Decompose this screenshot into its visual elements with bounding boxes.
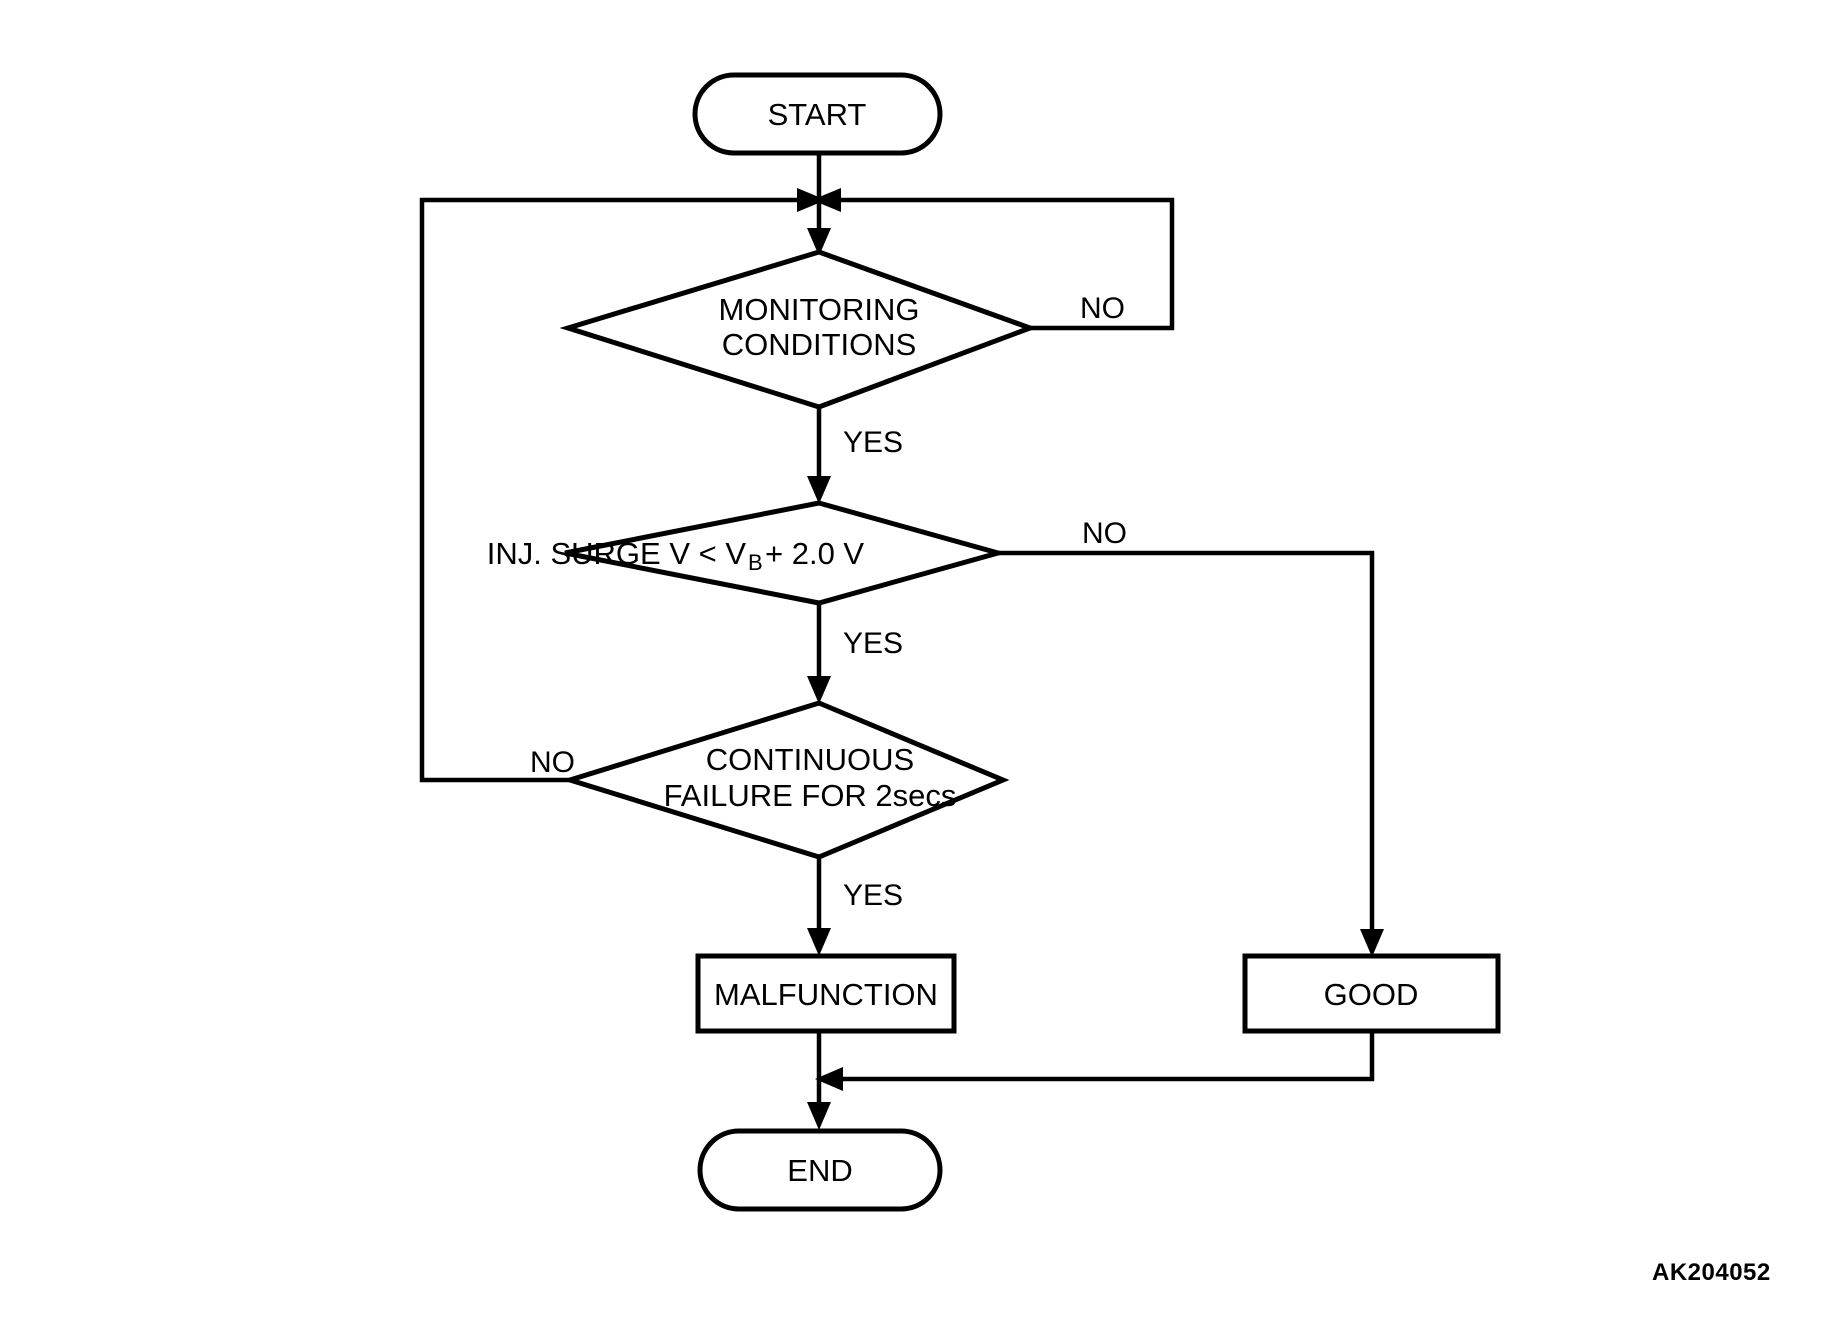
node-end-label: END (787, 1153, 852, 1188)
edge-label-monitoring-no: NO (1080, 292, 1125, 325)
node-start-label: START (768, 97, 867, 132)
connector-surge-yes (807, 603, 831, 704)
node-good-label: GOOD (1324, 977, 1419, 1012)
node-end[interactable]: END (697, 1128, 943, 1212)
connector-surge-no (998, 550, 1384, 957)
node-monitoring-conditions[interactable]: MONITORING CONDITIONS (559, 249, 1038, 410)
connector-monitoring-yes (807, 407, 831, 504)
connector-start-to-monitoring (807, 153, 831, 256)
node-start[interactable]: START (692, 72, 943, 156)
edge-label-continuous-yes: YES (843, 879, 903, 912)
node-inj-surge[interactable]: INJ. SURGE V < V B + 2.0 V (487, 500, 1008, 606)
node-continuous-failure[interactable]: CONTINUOUS FAILURE FOR 2secs (561, 700, 1010, 860)
connector-loop-right-return (812, 188, 1175, 331)
connector-malfunction-to-end (807, 1031, 831, 1130)
node-inj-surge-label-prefix: INJ. SURGE V < V (487, 536, 747, 571)
node-good[interactable]: GOOD (1242, 953, 1501, 1034)
node-inj-surge-label-subscript: B (748, 550, 763, 575)
edge-label-continuous-no: NO (530, 746, 575, 779)
connector-good-to-end (815, 1031, 1375, 1091)
edge-label-surge-yes: YES (843, 627, 903, 660)
edge-label-surge-no: NO (1082, 517, 1127, 550)
node-malfunction[interactable]: MALFUNCTION (695, 953, 957, 1034)
reference-code: AK204052 (1652, 1259, 1771, 1286)
node-monitoring-label-line2: CONDITIONS (722, 327, 917, 362)
node-inj-surge-label-suffix: + 2.0 V (765, 536, 864, 571)
connector-continuous-yes (807, 857, 831, 956)
edge-label-monitoring-yes: YES (843, 426, 903, 459)
node-malfunction-label: MALFUNCTION (714, 977, 938, 1012)
connector-loop-left-return (419, 188, 826, 783)
node-continuous-label-line1: CONTINUOUS (706, 742, 914, 777)
node-monitoring-label-line1: MONITORING (719, 292, 920, 327)
node-continuous-label-line2: FAILURE FOR 2secs (664, 778, 957, 813)
